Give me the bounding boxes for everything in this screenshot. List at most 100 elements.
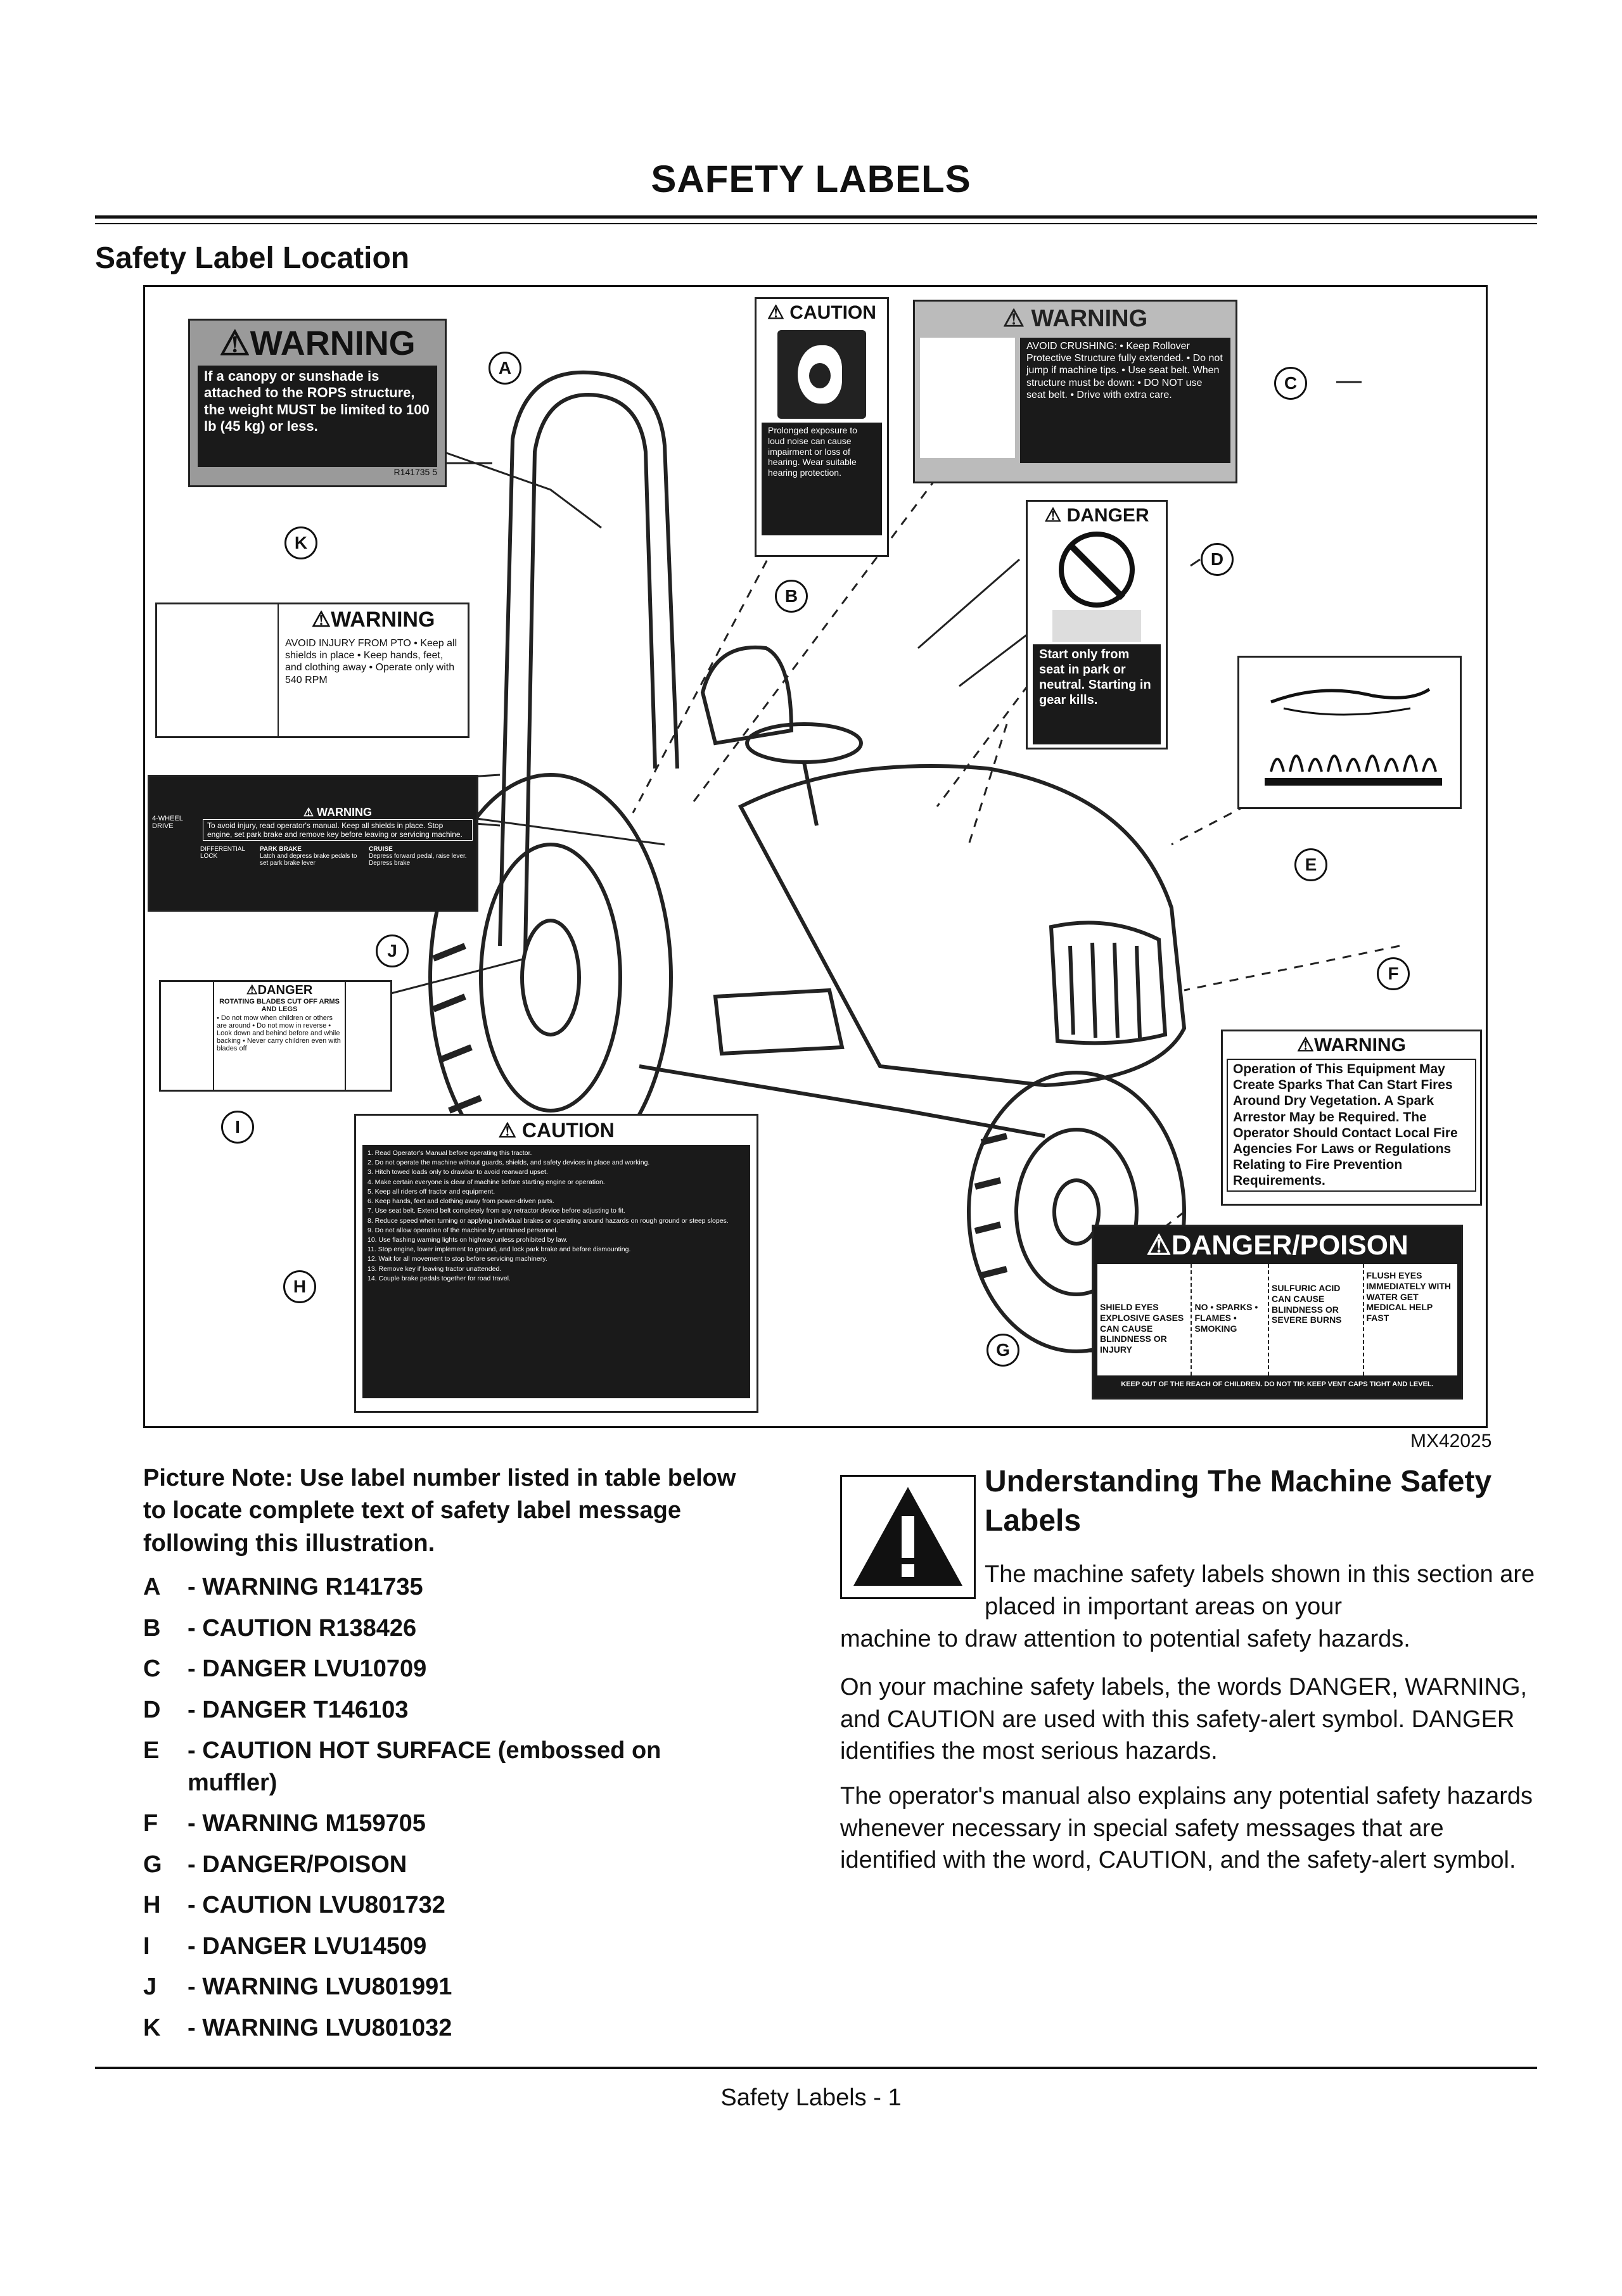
label-f-heading: ⚠WARNING <box>1297 1035 1406 1056</box>
callout-f: F <box>1377 957 1410 990</box>
callout-a: A <box>489 352 521 385</box>
item-text: - WARNING R141735 <box>188 1574 423 1600</box>
list-item: K - WARNING LVU801032 <box>143 2012 751 2044</box>
label-g-col2: NO • SPARKS • FLAMES • SMOKING <box>1192 1264 1270 1375</box>
label-f-warning: ⚠WARNING Operation of This Equipment May… <box>1221 1030 1482 1206</box>
list-item: E - CAUTION HOT SURFACE (embossed on muff… <box>143 1735 751 1799</box>
label-g-col4: FLUSH EYES IMMEDIATELY WITH WATER GET ME… <box>1366 1270 1452 1323</box>
footer-rule <box>95 2067 1537 2069</box>
hot-surface-icon <box>1265 687 1442 786</box>
safety-alert-icon <box>853 1487 962 1586</box>
label-g-foot: KEEP OUT OF THE REACH OF CHILDREN. DO NO… <box>1121 1381 1434 1388</box>
label-h-line: 5. Keep all riders off tractor and equip… <box>367 1187 495 1196</box>
item-key: I <box>143 1932 150 1960</box>
label-h-line: 14. Couple brake pedals together for roa… <box>367 1274 511 1282</box>
label-j-difflock: DIFFERENTIAL LOCK <box>200 846 245 860</box>
paragraph-3: The operator's manual also explains any … <box>840 1783 1533 1874</box>
list-item: C- DANGER LVU10709 <box>143 1653 751 1685</box>
label-h-line: 6. Keep hands, feet and clothing away fr… <box>367 1197 554 1206</box>
label-h-line: 8. Reduce speed when turning or applying… <box>367 1216 729 1225</box>
label-k-heading: ⚠WARNING <box>311 608 435 632</box>
label-list: A- WARNING R141735 B- CAUTION R138426 C-… <box>143 1571 751 2053</box>
callout-j: J <box>376 934 409 967</box>
section-heading: Safety Label Location <box>95 241 410 275</box>
callout-d: D <box>1201 543 1234 576</box>
label-j-park-sub: Latch and depress brake pedals to set pa… <box>260 853 357 867</box>
label-a-warning: ⚠WARNING If a canopy or sunshade is atta… <box>188 319 447 487</box>
label-f-text: Operation of This Equipment May Create S… <box>1227 1059 1476 1192</box>
item-text: - WARNING LVU801032 <box>188 2014 452 2041</box>
item-text: - WARNING M159705 <box>188 1810 426 1837</box>
callout-e: E <box>1294 848 1327 881</box>
label-g-heading: ⚠DANGER/POISON <box>1146 1230 1408 1261</box>
pto-icon <box>157 604 279 736</box>
callout-h: H <box>283 1270 316 1303</box>
item-key: C <box>143 1655 161 1683</box>
label-h-caution: ⚠ CAUTION 1. Read Operator's Manual befo… <box>354 1114 758 1413</box>
page-title: SAFETY LABELS <box>651 158 971 200</box>
no-start-icon <box>1059 532 1135 608</box>
label-h-line: 1. Read Operator's Manual before operati… <box>367 1149 532 1157</box>
label-h-line: 7. Use seat belt. Extend belt completely… <box>367 1207 625 1215</box>
label-h-line: 11. Stop engine, lower implement to grou… <box>367 1246 631 1254</box>
paragraph-1a: The machine safety labels shown in this … <box>985 1561 1535 1620</box>
label-h-line: 3. Hitch towed loads only to drawbar to … <box>367 1168 548 1177</box>
label-h-line: 9. Do not allow operation of the machine… <box>367 1226 558 1234</box>
item-text: - CAUTION LVU801732 <box>188 1892 445 1919</box>
list-item: G- DANGER/POISON <box>143 1849 751 1881</box>
item-text: - CAUTION HOT SURFACE (embossed on muffl… <box>188 1737 661 1796</box>
label-g-col3: SULFURIC ACID CAN CAUSE BLINDNESS OR SEV… <box>1269 1264 1364 1375</box>
item-key: G <box>143 1851 162 1878</box>
rider-icon <box>345 982 390 1090</box>
mower-icon <box>161 982 214 1090</box>
label-i-sub: ROTATING BLADES CUT OFF ARMS AND LEGS <box>219 998 340 1013</box>
tractor-runover-icon <box>1052 610 1141 642</box>
list-item: F- WARNING M159705 <box>143 1808 751 1840</box>
callout-c: C <box>1274 367 1307 400</box>
label-j-4wd: 4-WHEEL DRIVE <box>152 815 183 830</box>
safety-alert-symbol <box>840 1475 976 1599</box>
label-c-heading: ⚠ WARNING <box>1002 305 1148 332</box>
label-b-text: Prolonged exposure to loud noise can cau… <box>762 423 882 535</box>
item-key: B <box>143 1614 161 1642</box>
item-text: - DANGER T146103 <box>188 1696 409 1723</box>
item-text: - CAUTION R138426 <box>188 1614 417 1642</box>
label-c-text: AVOID CRUSHING: • Keep Rollover Protecti… <box>1020 338 1230 463</box>
label-i-text: • Do not mow when children or others are… <box>217 1014 341 1052</box>
header-rule <box>95 215 1537 219</box>
paragraph-1b: machine to draw attention to potential s… <box>840 1626 1410 1652</box>
list-item: J- WARNING LVU801991 <box>143 1971 751 2003</box>
list-item: B - CAUTION R138426 <box>143 1612 751 1645</box>
callout-k: K <box>284 526 317 559</box>
label-k-text: AVOID INJURY FROM PTO • Keep all shields… <box>285 638 457 686</box>
list-item: I- DANGER LVU14509 <box>143 1930 751 1963</box>
label-j-text: To avoid injury, read operator's manual.… <box>203 819 473 841</box>
label-j-cruise: CRUISE <box>369 846 393 853</box>
callout-b: B <box>775 580 808 613</box>
label-h-panel: 1. Read Operator's Manual before operati… <box>362 1145 750 1398</box>
label-i-danger: ⚠DANGER ROTATING BLADES CUT OFF ARMS AND… <box>159 980 392 1092</box>
label-d-danger: ⚠ DANGER Start only from seat in park or… <box>1026 500 1168 749</box>
callout-g: G <box>987 1334 1019 1367</box>
label-h-line: 10. Use flashing warning lights on highw… <box>367 1235 568 1244</box>
right-section-title: Understanding The Machine Safety Labels <box>985 1465 1492 1538</box>
label-j-heading: ⚠ WARNING <box>303 806 373 819</box>
callout-i: I <box>221 1111 254 1144</box>
label-a-heading: ⚠WARNING <box>219 324 416 362</box>
label-d-text: Start only from seat in park or neutral.… <box>1033 644 1161 744</box>
figure-code: MX42025 <box>1410 1431 1492 1451</box>
picture-note: Picture Note: Use label number listed in… <box>143 1465 736 1557</box>
label-g-col1: SHIELD EYES EXPLOSIVE GASES CAN CAUSE BL… <box>1097 1264 1192 1375</box>
label-b-heading: ⚠ CAUTION <box>767 302 876 323</box>
list-item: A- WARNING R141735 <box>143 1571 751 1604</box>
item-key: H <box>143 1892 161 1919</box>
label-g-danger-poison: ⚠DANGER/POISON SHIELD EYES EXPLOSIVE GAS… <box>1092 1225 1463 1400</box>
item-key: E <box>143 1737 160 1764</box>
item-key: K <box>143 2014 161 2041</box>
crushing-icon <box>920 338 1015 458</box>
label-h-line: 2. Do not operate the machine without gu… <box>367 1159 650 1167</box>
label-i-heading: ⚠DANGER <box>246 983 313 997</box>
label-j-cruise-sub: Depress forward pedal, raise lever. Depr… <box>369 853 467 867</box>
label-j-park: PARK BRAKE <box>260 846 302 853</box>
label-e-hot-surface <box>1237 656 1462 809</box>
